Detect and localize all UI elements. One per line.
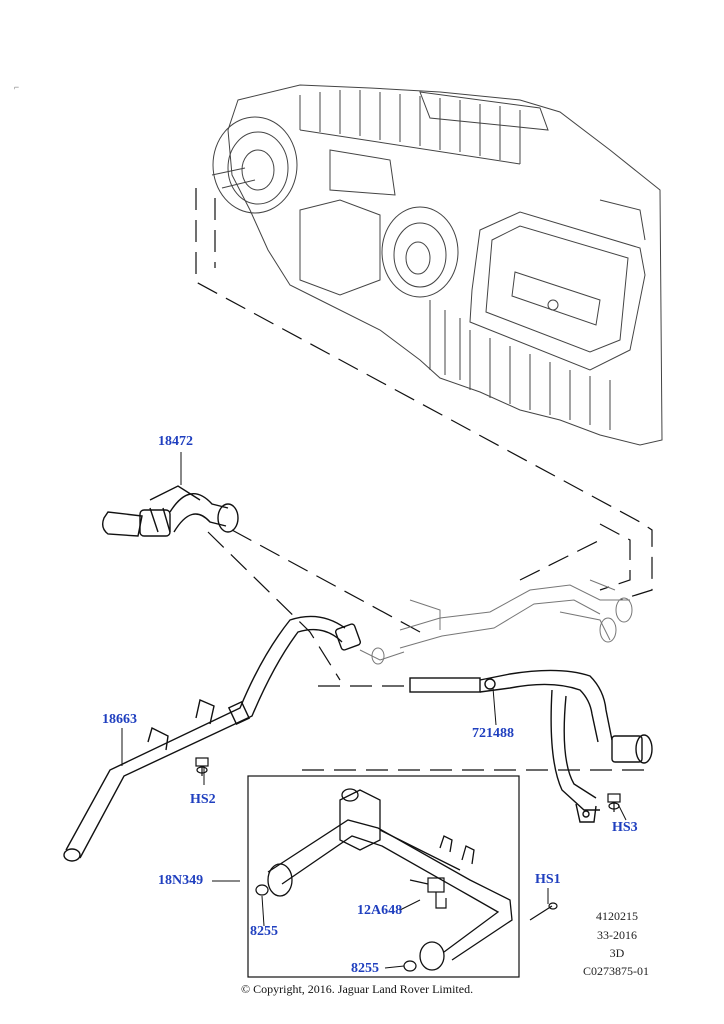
callout-8255-left[interactable]: 8255 (250, 924, 278, 939)
bolt-hs3[interactable] (607, 793, 621, 812)
callout-18472[interactable]: 18472 (158, 434, 193, 449)
copyright-notice: © Copyright, 2016. Jaguar Land Rover Lim… (241, 982, 474, 996)
pipe-18663[interactable] (63, 615, 362, 862)
reference-line-3: 3D (609, 946, 625, 960)
hvac-unit-illustration (211, 84, 663, 446)
reference-pipework (359, 579, 633, 665)
callout-leaders (121, 452, 627, 969)
pipe-721488[interactable] (409, 669, 653, 823)
callout-18n349[interactable]: 18N349 (158, 873, 204, 888)
callout-hs1[interactable]: HS1 (535, 872, 561, 887)
callout-721488[interactable]: 721488 (472, 726, 514, 741)
bracket-18n349[interactable] (267, 788, 513, 971)
clip-8255[interactable] (255, 884, 417, 972)
callout-18663[interactable]: 18663 (102, 712, 137, 727)
callout-12a648[interactable]: 12A648 (357, 903, 403, 918)
sensor-12a648[interactable] (409, 877, 447, 909)
reference-line-1: 4120215 (596, 909, 638, 923)
bolt-hs1[interactable] (529, 902, 558, 921)
dashed-leader-lines (195, 188, 653, 771)
callout-hs3[interactable]: HS3 (612, 820, 638, 835)
detail-inset-box (247, 775, 520, 978)
reference-line-2: 33-2016 (597, 928, 637, 942)
callout-hs2[interactable]: HS2 (190, 792, 216, 807)
bolt-hs2[interactable] (195, 757, 209, 776)
hose-18472[interactable] (101, 485, 239, 537)
corner-mark: ⌐ (14, 82, 20, 92)
callout-8255-bottom[interactable]: 8255 (351, 961, 379, 976)
reference-line-4: C0273875-01 (583, 964, 649, 978)
